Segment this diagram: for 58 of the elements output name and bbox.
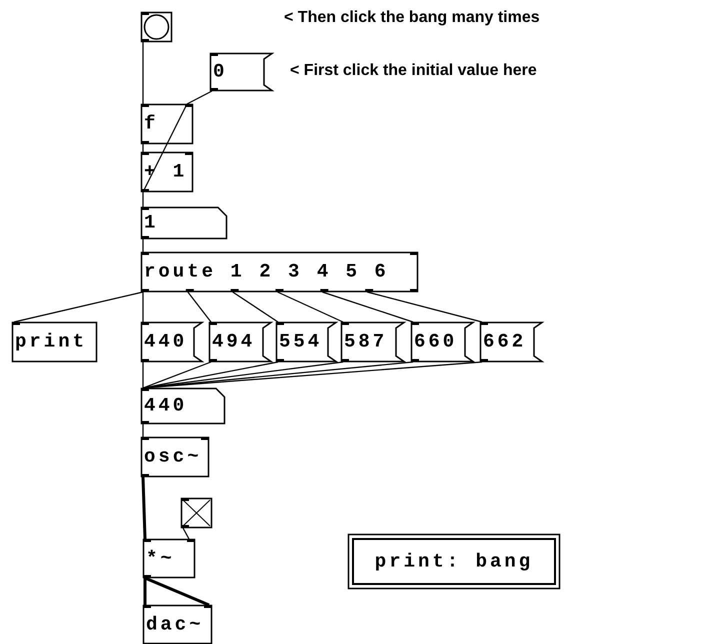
message-box <box>209 322 271 362</box>
patch-cord <box>144 578 146 605</box>
patch-cord <box>142 476 146 540</box>
object-name: dac~ <box>146 615 204 634</box>
patch-cord <box>142 361 212 389</box>
object-name: osc~ <box>144 448 202 466</box>
message-text: 494 <box>212 332 256 352</box>
number-box <box>141 207 227 239</box>
object-box <box>143 539 195 578</box>
object-box <box>143 605 212 644</box>
comment-text: < First click the initial value here <box>290 62 537 80</box>
message-box <box>480 322 542 362</box>
patch-cord <box>186 90 212 105</box>
patch-cord <box>142 42 144 104</box>
message-text: 660 <box>414 332 458 352</box>
number-value: 440 <box>144 396 188 416</box>
message-box <box>411 322 473 362</box>
object-box <box>141 152 193 192</box>
patch-cord <box>142 192 144 207</box>
object-name: print <box>15 332 88 352</box>
patch-cord <box>142 292 144 322</box>
patch-cord <box>367 291 482 323</box>
message-text: 440 <box>144 332 188 352</box>
message-box <box>210 53 272 91</box>
comment-text: < Then click the bang many times <box>284 9 540 27</box>
patch-cord <box>187 292 212 322</box>
object-name: f <box>144 114 158 134</box>
object-box <box>141 252 418 292</box>
patch-cord <box>232 292 278 322</box>
patch-cord <box>322 291 414 323</box>
patch-cord <box>182 528 190 540</box>
message-box <box>341 322 404 362</box>
object-box <box>141 104 193 144</box>
number-value: 1 <box>144 214 158 232</box>
patch-cord <box>142 239 144 252</box>
patch-cord <box>14 291 144 323</box>
object-name: *~ <box>146 549 175 568</box>
object-box <box>141 437 209 477</box>
number-box <box>141 388 225 424</box>
console-text: print: bang <box>374 552 534 571</box>
message-text: 554 <box>279 332 322 352</box>
console-output-box <box>348 534 560 589</box>
patch-cord <box>142 104 188 192</box>
patch-cord <box>144 576 210 606</box>
patch-cord <box>142 424 144 437</box>
bang-button <box>141 12 172 42</box>
patch-cord <box>142 361 278 389</box>
message-text: 0 <box>213 62 228 82</box>
message-box <box>276 322 336 362</box>
patch-cord <box>142 362 144 388</box>
object-name: route 1 2 3 4 5 6 <box>144 262 389 282</box>
patch-cord <box>142 144 144 152</box>
message-text: 662 <box>483 332 526 352</box>
message-box <box>141 322 202 362</box>
toggle-checkbox <box>181 498 212 528</box>
object-box <box>12 322 97 362</box>
message-text: 587 <box>344 332 388 352</box>
patch-cord <box>277 291 344 323</box>
